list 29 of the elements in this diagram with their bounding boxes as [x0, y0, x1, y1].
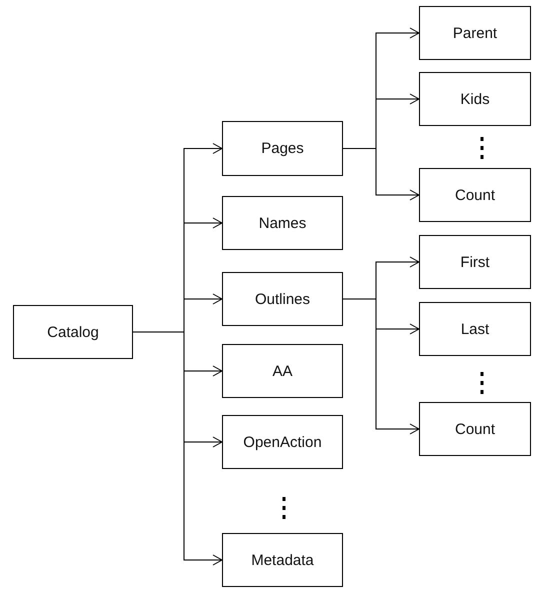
- node-box: [222, 196, 343, 250]
- node-label: AA: [272, 362, 292, 380]
- node-box: [419, 402, 531, 456]
- node-box: [222, 344, 343, 398]
- node-box: [13, 305, 133, 359]
- node-label: Kids: [460, 90, 490, 108]
- node-label: Parent: [452, 24, 498, 42]
- node-label: Count: [454, 420, 496, 438]
- connector-arrow: [132, 332, 222, 566]
- node-label: Catalog: [47, 324, 99, 340]
- node-label: Last: [460, 320, 490, 338]
- node-label: OpenAction: [243, 434, 322, 450]
- node-box: [419, 6, 531, 60]
- node-box: [419, 72, 531, 126]
- node-box: [222, 272, 343, 326]
- node-box: [419, 302, 531, 356]
- node-label: Pages: [261, 140, 304, 157]
- node-label: Names: [258, 214, 306, 232]
- node-label: Count: [454, 186, 496, 204]
- node-box: [419, 168, 531, 222]
- node-box: [222, 415, 343, 469]
- node-box: [222, 121, 343, 176]
- node-label: Metadata: [251, 552, 314, 568]
- node-box: [419, 235, 531, 289]
- node-label: Outlines: [254, 290, 310, 308]
- connector-arrow: [342, 148, 420, 200]
- node-label: First: [460, 254, 490, 270]
- node-box: [222, 533, 343, 587]
- connector-arrow: [342, 298, 420, 434]
